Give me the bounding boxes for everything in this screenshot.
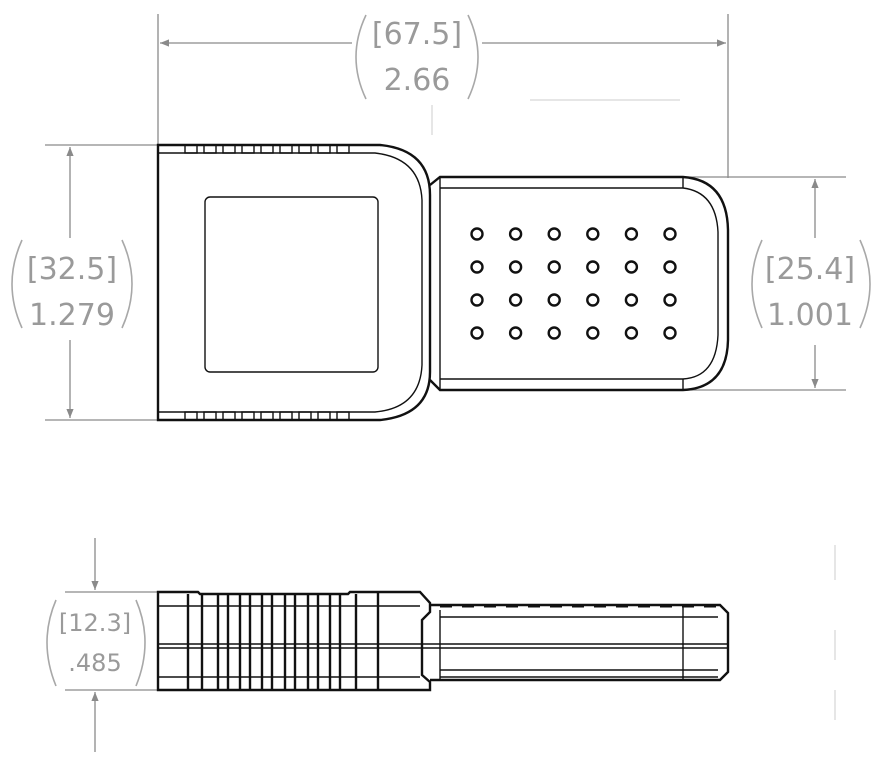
serration bbox=[260, 411, 274, 421]
tab-width-metric: [25.4] bbox=[765, 252, 855, 287]
serration bbox=[336, 411, 350, 421]
hole bbox=[547, 326, 561, 340]
window-recess bbox=[204, 196, 379, 373]
side-view bbox=[156, 590, 730, 692]
hole bbox=[624, 293, 639, 307]
serration bbox=[279, 411, 293, 421]
hole bbox=[508, 260, 523, 274]
overall-length-metric: [67.5] bbox=[372, 17, 462, 52]
hole bbox=[547, 260, 561, 274]
tab-width-imperial: 1.001 bbox=[767, 298, 853, 333]
dimension-body-width: [32.5] 1.279 bbox=[11, 144, 158, 421]
hole bbox=[508, 326, 523, 340]
hole bbox=[624, 227, 639, 241]
serration bbox=[298, 144, 312, 154]
hole bbox=[663, 326, 677, 340]
hole bbox=[547, 227, 561, 241]
hole bbox=[586, 227, 600, 241]
serration bbox=[260, 144, 274, 154]
hole bbox=[663, 260, 677, 274]
grip-serrations-top bbox=[184, 144, 350, 154]
serration bbox=[203, 144, 217, 154]
hole bbox=[508, 227, 523, 241]
grip-serrations-bottom bbox=[184, 411, 350, 421]
serration bbox=[222, 411, 236, 421]
thickness-imperial: .485 bbox=[68, 649, 121, 677]
serration bbox=[279, 144, 293, 154]
body-width-metric: [32.5] bbox=[27, 252, 117, 287]
serration bbox=[336, 144, 350, 154]
serration bbox=[298, 411, 312, 421]
dimension-tab-width: [25.4] 1.001 bbox=[680, 176, 871, 391]
overall-length-imperial: 2.66 bbox=[384, 63, 451, 98]
hole bbox=[586, 293, 600, 307]
dimension-thickness: [12.3] .485 bbox=[46, 538, 158, 752]
serration bbox=[241, 144, 255, 154]
hole bbox=[470, 326, 484, 340]
dimension-overall-length: [67.5] 2.66 bbox=[157, 14, 729, 178]
body-width-imperial: 1.279 bbox=[29, 298, 115, 333]
hole bbox=[624, 260, 639, 274]
hole bbox=[663, 293, 677, 307]
hole bbox=[470, 293, 484, 307]
thickness-metric: [12.3] bbox=[59, 609, 131, 637]
side-ribs bbox=[186, 592, 380, 690]
hole bbox=[624, 326, 639, 340]
serration bbox=[184, 411, 198, 421]
hole bbox=[663, 227, 677, 241]
hole bbox=[586, 260, 600, 274]
serration bbox=[241, 411, 255, 421]
hole-grid bbox=[470, 227, 677, 340]
hole bbox=[508, 293, 523, 307]
serration bbox=[203, 411, 217, 421]
hole bbox=[470, 260, 484, 274]
top-view bbox=[156, 143, 730, 422]
hole bbox=[547, 293, 561, 307]
serration bbox=[317, 144, 331, 154]
construction-lines bbox=[431, 99, 836, 720]
serration bbox=[184, 144, 198, 154]
serration bbox=[222, 144, 236, 154]
serration bbox=[317, 411, 331, 421]
hole bbox=[470, 227, 484, 241]
hole bbox=[586, 326, 600, 340]
